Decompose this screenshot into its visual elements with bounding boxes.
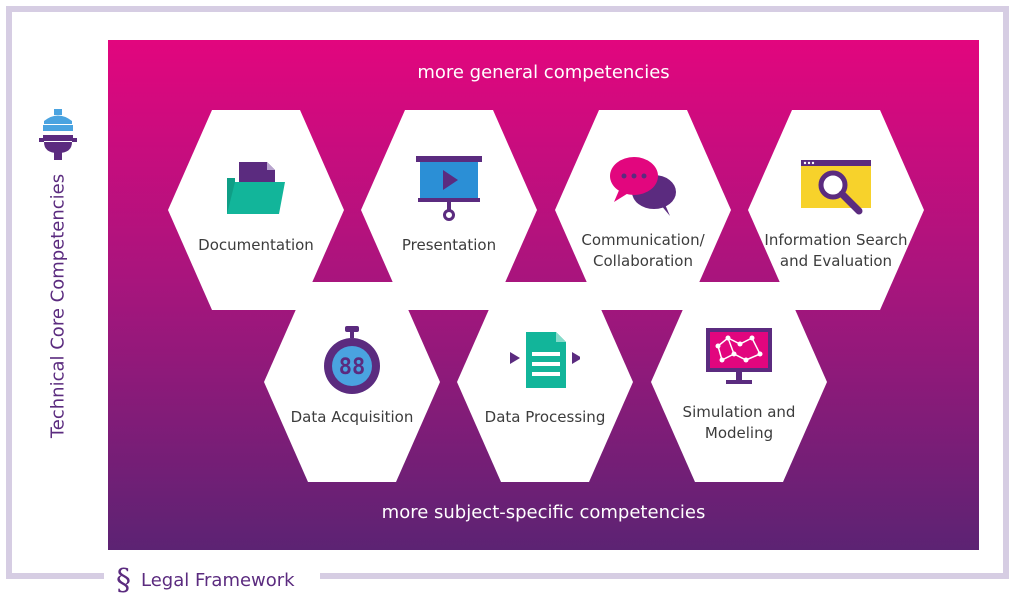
hex-communication[interactable]: Communication/ Collaboration [555, 110, 731, 310]
stopwatch-icon: 88 [324, 326, 380, 394]
hex-information-search[interactable]: Information Search and Evaluation [748, 110, 924, 310]
frame-gap [104, 572, 320, 586]
side-label-text: Technical Core Competencies [47, 173, 69, 439]
folder-icon [227, 162, 285, 214]
paragraph-icon: § [116, 562, 131, 598]
speech-bubbles-icon [610, 157, 676, 216]
hex-data-acquisition[interactable]: 88 Data Acquisition [264, 282, 440, 482]
legal-framework: § Legal Framework [116, 560, 295, 600]
svg-text:88: 88 [339, 355, 366, 380]
bottom-label: more subject-specific competencies [381, 502, 706, 523]
hex-label: Data Processing [484, 408, 606, 426]
hex-data-processing[interactable]: Data Processing [457, 282, 633, 482]
projector-screen-icon [416, 156, 482, 221]
magnifier-browser-icon [801, 160, 871, 215]
document-arrows-icon [510, 332, 580, 388]
hex-label: Information Search and Evaluation [764, 231, 908, 270]
hex-label: Simulation and Modeling [682, 403, 796, 442]
hex-label: Data Acquisition [290, 408, 414, 426]
top-label: more general competencies [417, 62, 670, 83]
plug-icon [39, 109, 77, 160]
hex-simulation[interactable]: Simulation and Modeling [651, 282, 827, 482]
hex-label: Presentation [401, 236, 497, 254]
hex-label: Documentation [198, 236, 314, 254]
monitor-network-icon [706, 328, 772, 384]
legal-framework-label: Legal Framework [141, 569, 295, 591]
hex-shape [748, 110, 924, 310]
hex-label: Communication/ Collaboration [581, 231, 705, 270]
hex-shape [555, 110, 731, 310]
hex-presentation[interactable]: Presentation [361, 110, 537, 310]
outer-frame [6, 6, 1009, 579]
hex-documentation[interactable]: Documentation [168, 110, 344, 310]
